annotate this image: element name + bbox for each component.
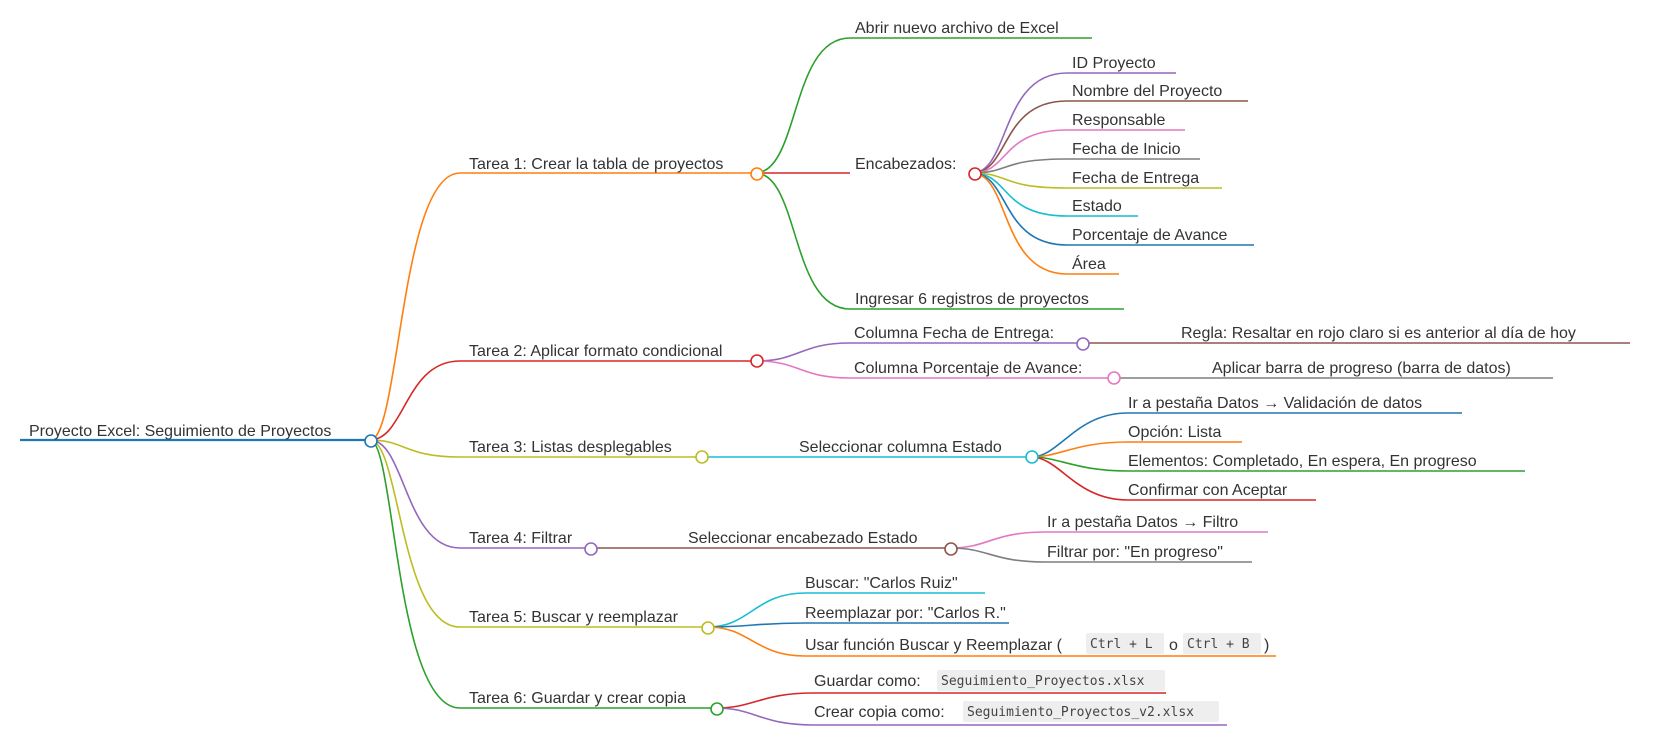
edge-root-tarea2 [369, 360, 461, 441]
node-col-porcentaje[interactable] [1107, 371, 1121, 385]
root-label[interactable]: Proyecto Excel: Seguimiento de Proyectos [29, 423, 331, 440]
edge-tarea1-ingresar [754, 172, 851, 310]
node-tarea6[interactable] [710, 702, 724, 716]
shortcut1-bg [1086, 633, 1164, 654]
edge-t3-4 [1030, 456, 1129, 501]
underlines [20, 37, 1525, 726]
node-root[interactable] [364, 434, 378, 448]
shortcut2-bg [1183, 633, 1261, 654]
reemplazar-label[interactable]: Reemplazar por: "Carlos R." [805, 605, 1006, 622]
encabezado-item[interactable]: Área [1072, 254, 1106, 273]
edge-root-tarea3 [369, 439, 461, 458]
encabezado-item[interactable]: ID Proyecto [1072, 55, 1156, 72]
edge-enc-5 [971, 172, 1068, 189]
node-seleccionar-encabezado[interactable] [944, 542, 958, 556]
copia-label[interactable]: Crear copia como: [814, 704, 945, 721]
encabezado-item[interactable]: Nombre del Proyecto [1072, 83, 1222, 100]
edge-t4-1 [949, 531, 1048, 549]
usar-suffix: ) [1264, 637, 1269, 654]
guardar-file-bg [937, 670, 1165, 691]
copia-file-bg [963, 701, 1219, 722]
shortcut2: Ctrl + B [1187, 637, 1250, 652]
regla-label[interactable]: Regla: Resaltar en rojo claro si es ante… [1181, 325, 1576, 342]
node-seleccionar-estado[interactable] [1025, 450, 1039, 464]
usar-or: o [1169, 637, 1178, 654]
tarea5-label[interactable]: Tarea 5: Buscar y reemplazar [469, 609, 679, 626]
edge-enc-3 [971, 129, 1068, 174]
edge-enc-4 [971, 158, 1068, 174]
node-tarea5[interactable] [701, 621, 715, 635]
edge-tarea2-porcentaje [755, 360, 851, 379]
edge-root-tarea1 [369, 172, 461, 441]
edge-root-tarea4 [369, 439, 461, 549]
seleccionar-encabezado-label[interactable]: Seleccionar encabezado Estado [688, 530, 918, 547]
encabezado-item[interactable]: Fecha de Entrega [1072, 170, 1199, 187]
tarea6-label[interactable]: Tarea 6: Guardar y crear copia [469, 690, 686, 707]
barra-label[interactable]: Aplicar barra de progreso (barra de dato… [1212, 360, 1511, 377]
nodes [364, 167, 1121, 716]
shortcut1: Ctrl + L [1090, 637, 1153, 652]
edge-tarea2-fecha [755, 342, 851, 362]
edge-tarea1-abrir [754, 37, 851, 174]
tarea3-item[interactable]: Confirmar con Aceptar [1128, 482, 1288, 499]
usar-funcion-label[interactable]: Usar función Buscar y Reemplazar ( [805, 637, 1063, 654]
encabezado-item[interactable]: Estado [1072, 198, 1122, 215]
edge-t3-3 [1030, 456, 1129, 472]
col-porcentaje-label[interactable]: Columna Porcentaje de Avance: [854, 360, 1082, 377]
abrir-label[interactable]: Abrir nuevo archivo de Excel [855, 20, 1059, 37]
tarea4-item[interactable]: Filtrar por: "En progreso" [1047, 544, 1223, 561]
tarea1-label[interactable]: Tarea 1: Crear la tabla de proyectos [469, 156, 723, 173]
edge-t5-1 [707, 592, 806, 628]
node-tarea3[interactable] [695, 450, 709, 464]
copia-file: Seguimiento_Proyectos_v2.xlsx [967, 705, 1194, 720]
col-fecha-label[interactable]: Columna Fecha de Entrega: [854, 325, 1054, 342]
tarea3-item[interactable]: Ir a pestaña Datos → Validación de datos [1128, 395, 1422, 412]
edge-t5-2 [707, 622, 806, 628]
labels: Proyecto Excel: Seguimiento de Proyectos… [29, 20, 1576, 721]
code-backgrounds [937, 633, 1261, 722]
tarea4-label[interactable]: Tarea 4: Filtrar [469, 530, 573, 547]
tarea4-item[interactable]: Ir a pestaña Datos → Filtro [1047, 514, 1238, 531]
ingresar-label[interactable]: Ingresar 6 registros de proyectos [855, 291, 1089, 308]
edge-root-tarea6 [369, 439, 461, 709]
encabezado-item[interactable]: Porcentaje de Avance [1072, 227, 1227, 244]
buscar-label[interactable]: Buscar: "Carlos Ruiz" [805, 575, 958, 592]
tarea3-item[interactable]: Opción: Lista [1128, 424, 1221, 441]
edge-t3-1 [1030, 412, 1129, 458]
node-tarea4[interactable] [584, 542, 598, 556]
tarea3-label[interactable]: Tarea 3: Listas desplegables [469, 439, 672, 456]
edge-t4-2 [949, 547, 1048, 563]
edge-enc-2 [971, 100, 1068, 174]
encabezado-item[interactable]: Fecha de Inicio [1072, 141, 1181, 158]
edge-enc-1 [971, 72, 1068, 174]
encabezado-item[interactable]: Responsable [1072, 112, 1166, 129]
edge-enc-8 [971, 172, 1068, 275]
node-encabezados[interactable] [968, 167, 982, 181]
node-tarea1[interactable] [750, 167, 764, 181]
node-tarea2[interactable] [750, 354, 764, 368]
tarea2-label[interactable]: Tarea 2: Aplicar formato condicional [469, 343, 722, 360]
edge-enc-6 [971, 172, 1068, 217]
seleccionar-estado-label[interactable]: Seleccionar columna Estado [799, 439, 1002, 456]
tarea3-item[interactable]: Elementos: Completado, En espera, En pro… [1128, 453, 1477, 470]
guardar-label[interactable]: Guardar como: [814, 673, 921, 690]
edge-t5-3 [707, 626, 806, 657]
edge-t3-2 [1030, 441, 1129, 458]
edges [369, 37, 1630, 726]
edge-t6-1 [715, 692, 815, 709]
edge-root-tarea5 [369, 439, 461, 628]
edge-t6-2 [715, 707, 815, 726]
guardar-file: Seguimiento_Proyectos.xlsx [941, 674, 1145, 689]
node-col-fecha[interactable] [1076, 337, 1090, 351]
encabezados-label[interactable]: Encabezados: [855, 156, 956, 173]
usar-prefix: Usar función Buscar y Reemplazar ( [805, 637, 1063, 654]
